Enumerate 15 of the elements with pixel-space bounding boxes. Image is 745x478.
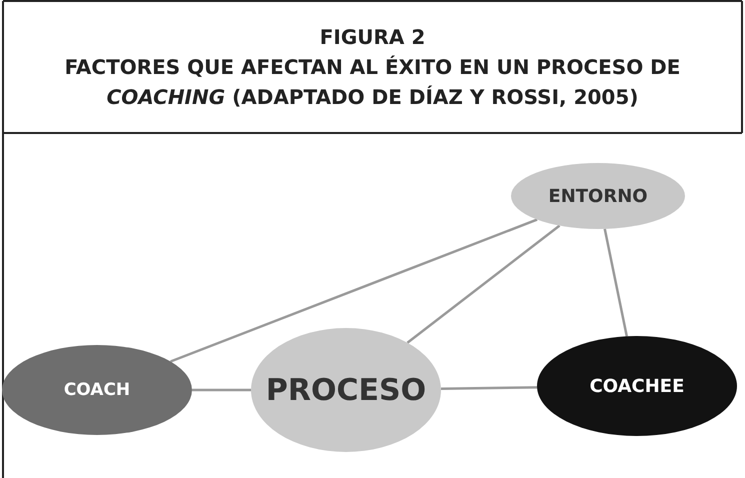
ellipse-node [537,336,737,436]
figure-title: FIGURA 2 [318,24,426,51]
ellipse-node [251,328,441,452]
node-label: COACHEE [590,376,684,396]
node-label: PROCESO [266,372,426,408]
figure-heading: FACTORES QUE AFECTAN AL ÉXITO EN UN PROCESO DE COACHING (ADAPTADO DE DÍAZ Y ROSSI, 2005) [64,54,682,111]
node-label: ENTORNO [548,186,648,206]
connector-line [406,224,560,344]
ellipse-node [2,345,192,435]
node-label: COACH [64,380,130,400]
connector-line [170,218,538,363]
connector-line [192,388,251,392]
connector-line [604,228,628,337]
connector-line [440,386,538,390]
ellipse-node [511,163,685,229]
